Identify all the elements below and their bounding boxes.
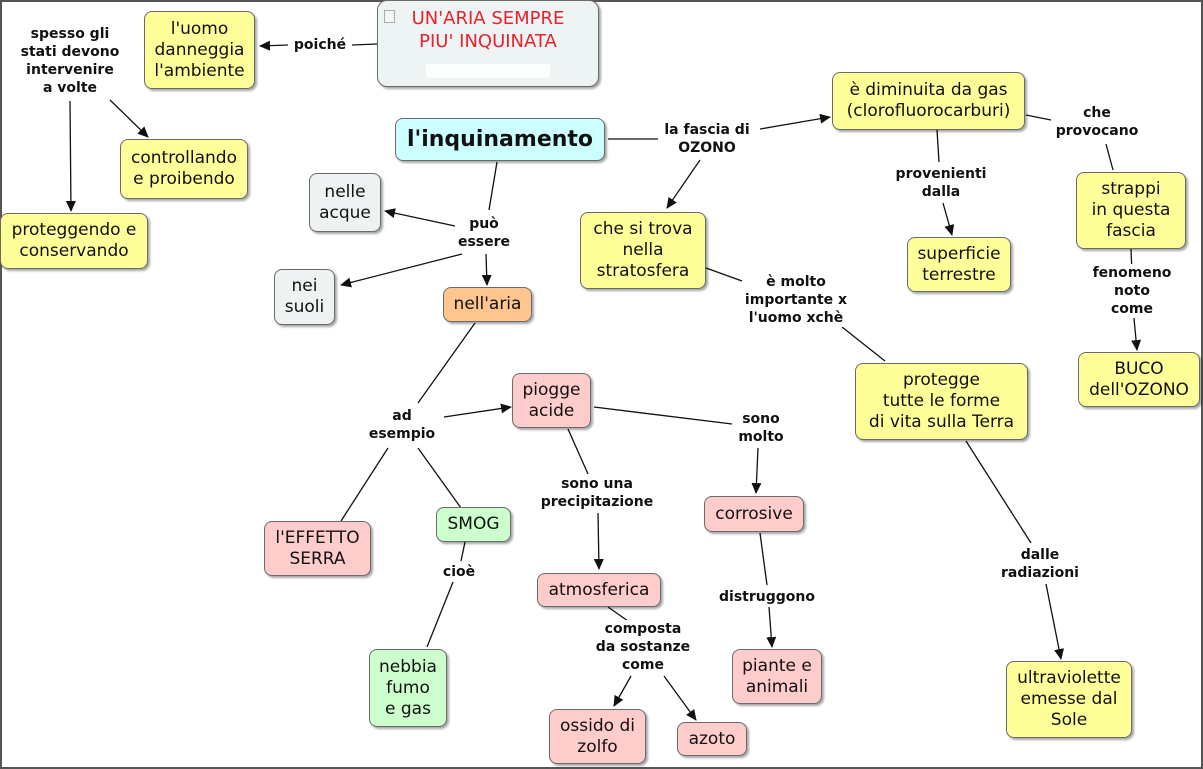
node-suoli[interactable]: nei suoli <box>274 269 335 325</box>
node-azoto[interactable]: azoto <box>677 722 747 756</box>
connector-cioe-nebbia <box>426 581 454 648</box>
connector-spesso-controllando <box>109 99 149 138</box>
link-sono-molto[interactable]: sono molto <box>736 410 786 446</box>
connector-smog-cioe <box>460 541 466 562</box>
connector-molto-corrosive <box>751 447 762 494</box>
connector-strato-importante <box>705 267 743 282</box>
connector-esempio-piogge <box>443 403 512 418</box>
node-uomo[interactable]: l'uomo danneggia l'ambiente <box>144 11 255 89</box>
node-inquinamento[interactable]: l'inquinamento <box>395 118 605 161</box>
connector-esempio-serra <box>340 447 389 522</box>
connector-esempio-smog <box>417 447 462 509</box>
node-corrosive[interactable]: corrosive <box>704 496 804 532</box>
link-spesso[interactable]: spesso gli stati devono intervenire a vo… <box>18 25 122 97</box>
node-nebbia[interactable]: nebbia fumo e gas <box>369 649 447 727</box>
link-poiche[interactable]: poiché <box>291 36 349 54</box>
node-strappi[interactable]: strappi in questa fascia <box>1076 172 1186 249</box>
connector-composta-zolfo <box>613 675 632 707</box>
link-distruggono[interactable]: distruggono <box>717 588 817 606</box>
node-gas[interactable]: è diminuita da gas (clorofluorocarburi) <box>832 72 1025 130</box>
connector-importante-protegge <box>841 326 886 362</box>
connector-title-poiche <box>351 43 378 46</box>
node-superficie[interactable]: superficie terrestre <box>907 237 1011 292</box>
connector-gas-provenienti <box>936 129 940 163</box>
connector-piogge-molto <box>593 406 733 425</box>
node-piogge[interactable]: piogge acide <box>512 373 591 428</box>
connector-protegge-radiazioni <box>965 440 1032 544</box>
node-smog[interactable]: SMOG <box>436 507 511 542</box>
connector-composta-azoto <box>663 675 697 721</box>
node-controllando[interactable]: controllando e proibendo <box>120 139 248 199</box>
node-acque[interactable]: nelle acque <box>309 173 381 232</box>
connector-poiche-uomo <box>259 40 289 51</box>
node-zolfo[interactable]: ossido di zolfo <box>549 709 646 764</box>
connector-provenienti-sup <box>942 202 955 236</box>
title-resource-icon[interactable] <box>384 10 395 23</box>
node-buco[interactable]: BUCO dell'OZONO <box>1078 352 1200 407</box>
link-provocano[interactable]: che provocano <box>1053 104 1141 140</box>
node-proteggendo[interactable]: proteggendo e conservando <box>0 213 148 269</box>
link-ad-esempio[interactable]: ad esempio <box>366 407 438 443</box>
connector-fascia-strato <box>666 159 701 209</box>
title-faint-overlay <box>426 64 550 78</box>
link-puo-essere[interactable]: può essere <box>455 215 513 251</box>
connector-piogge-precip <box>567 428 589 475</box>
node-atmosferica[interactable]: atmosferica <box>537 573 661 607</box>
title-text: UN'ARIA SEMPRE PIU' INQUINATA <box>411 8 565 52</box>
node-aria[interactable]: nell'aria <box>443 287 532 322</box>
link-fascia-ozono[interactable]: la fascia di OZONO <box>662 121 752 157</box>
node-ultraviolette[interactable]: ultraviolette emesse dal Sole <box>1006 661 1132 738</box>
node-stratosfera[interactable]: che si trova nella stratosfera <box>580 212 706 289</box>
link-importante[interactable]: è molto importante x l'uomo xchè <box>742 273 850 327</box>
connector-precip-atmos <box>593 512 604 570</box>
connector-puo-acque <box>384 208 456 227</box>
node-effetto-serra[interactable]: l'EFFETTO SERRA <box>264 521 371 576</box>
connector-puo-aria <box>481 253 492 286</box>
link-cioe[interactable]: cioè <box>440 563 478 581</box>
connector-gas-provocano <box>1025 114 1052 121</box>
link-fenomeno[interactable]: fenomeno noto come <box>1090 264 1174 318</box>
connector-atmos-composta <box>607 606 629 622</box>
connector-inquinamento-puo <box>488 161 498 211</box>
connector-radiazioni-uv <box>1045 583 1064 660</box>
connector-spesso-proteggendo <box>65 100 76 212</box>
connector-corrosive-distrug <box>759 532 768 586</box>
connector-provocano-strappi <box>1105 143 1114 171</box>
connector-puo-suoli <box>340 253 463 288</box>
node-protegge[interactable]: protegge tutte le forme di vita sulla Te… <box>855 363 1028 440</box>
link-composta[interactable]: composta da sostanze come <box>593 620 693 674</box>
connector-fascia-gas <box>759 113 831 130</box>
title-node[interactable]: UN'ARIA SEMPRE PIU' INQUINATA <box>377 0 599 87</box>
connector-aria-esempio <box>417 322 476 404</box>
node-piante[interactable]: piante e animali <box>732 649 822 704</box>
connector-distrug-piante <box>766 606 777 648</box>
link-provenienti[interactable]: provenienti dalla <box>893 165 989 201</box>
link-precipitazione[interactable]: sono una precipitazione <box>538 475 656 511</box>
link-radiazioni[interactable]: dalle radiazioni <box>999 546 1081 582</box>
